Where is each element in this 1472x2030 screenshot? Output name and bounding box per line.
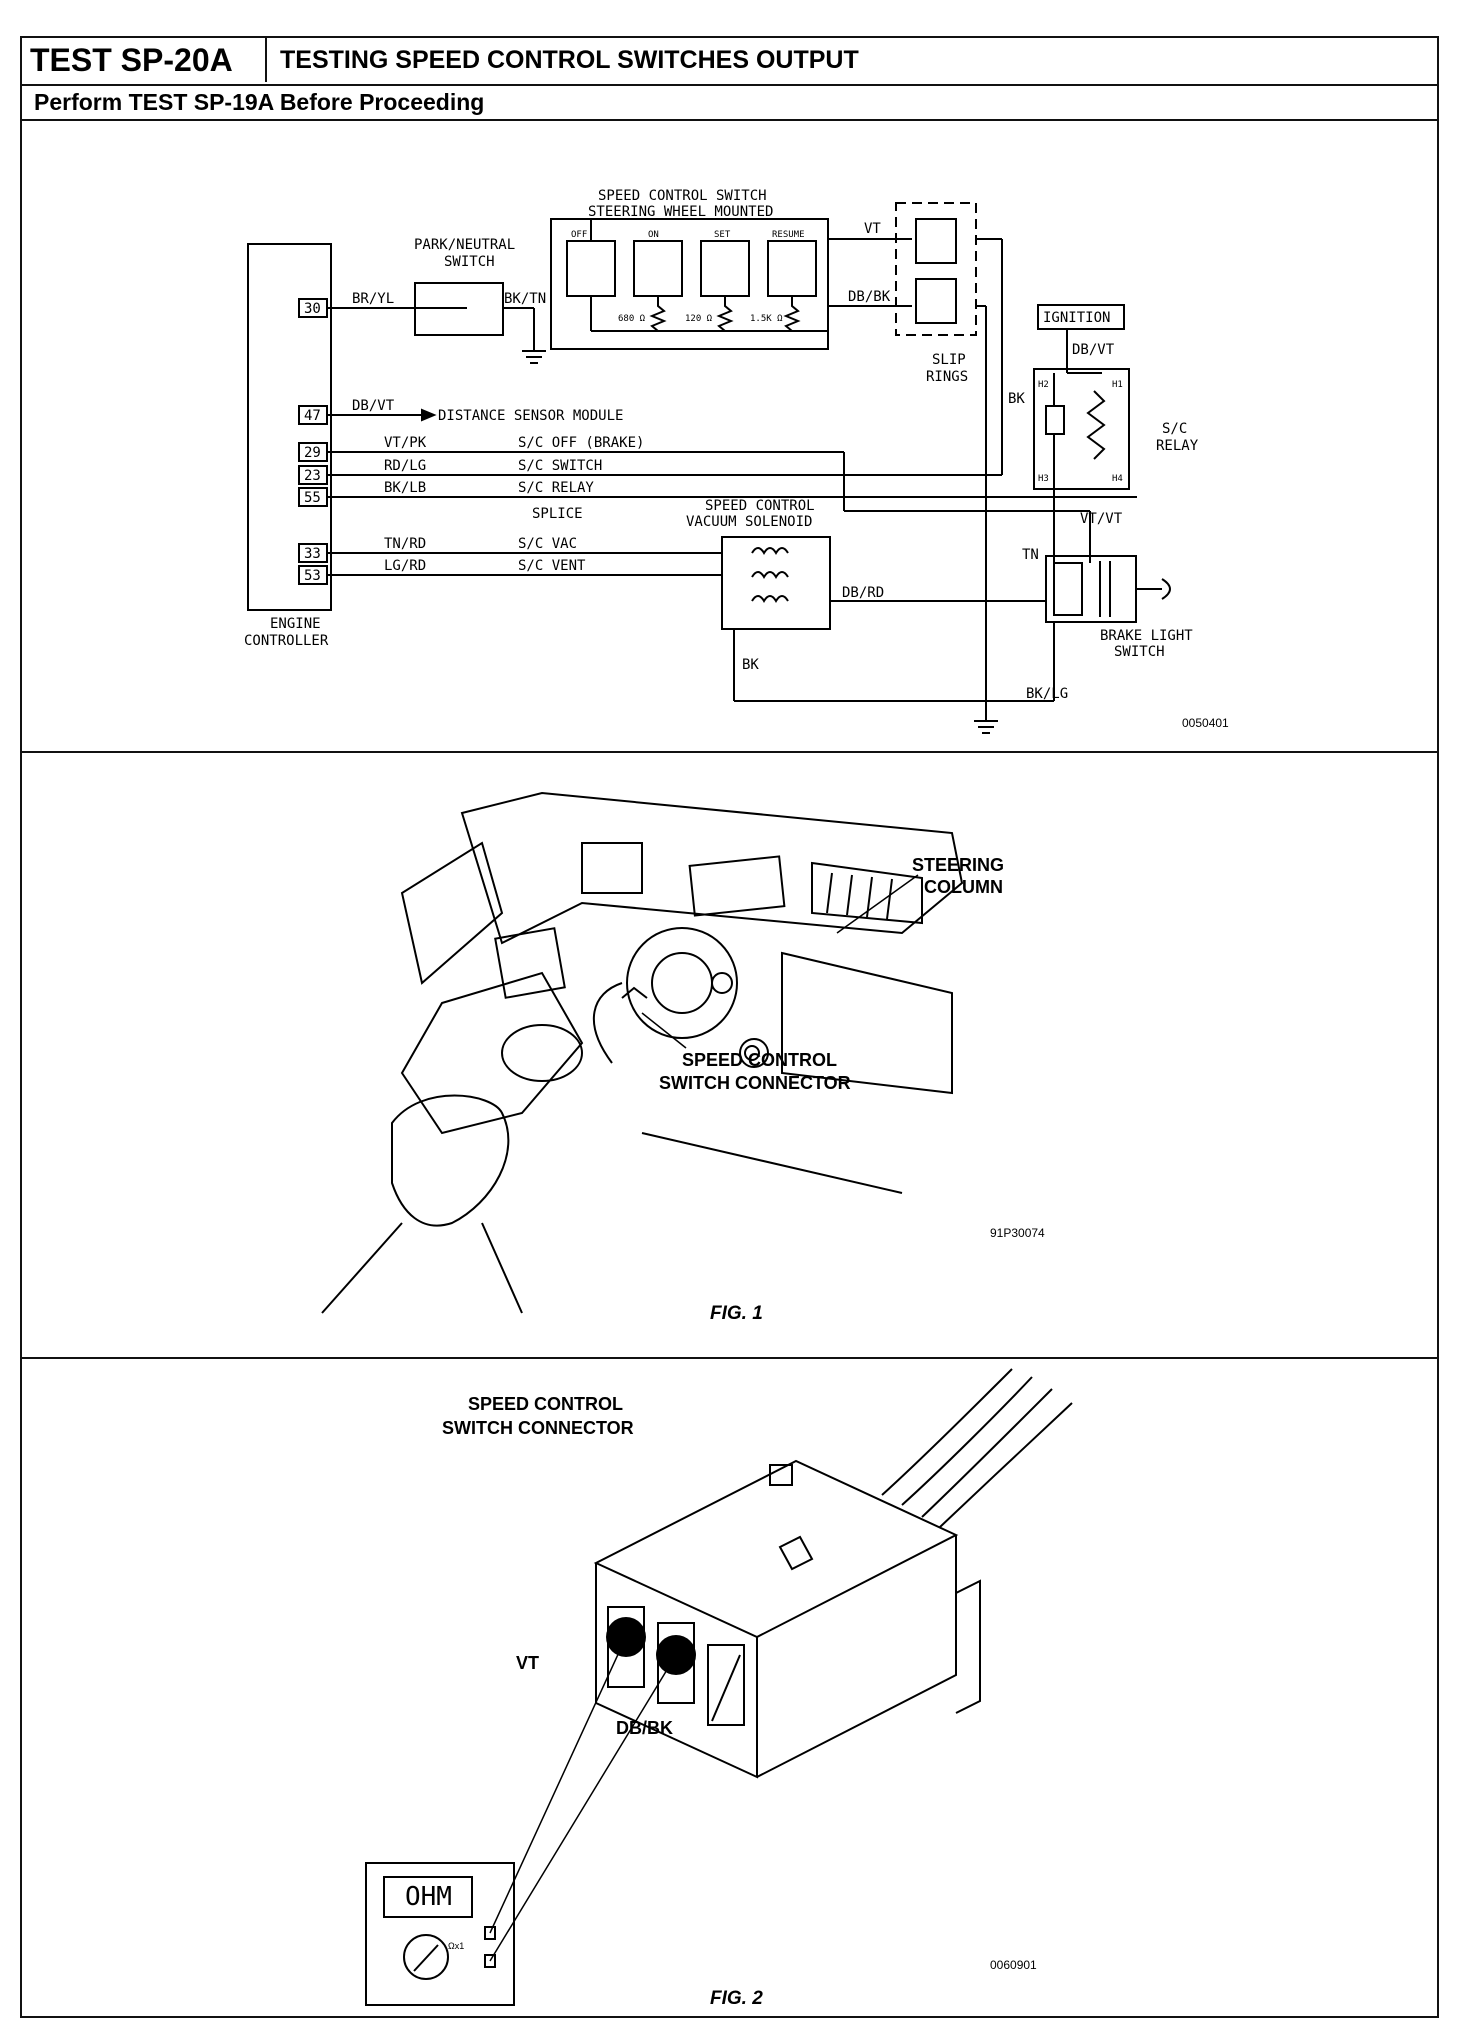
switch-label-resume: RESUME <box>772 230 805 240</box>
ignition-label: IGNITION <box>1043 310 1110 326</box>
figure-2-caption: FIG. 2 <box>710 1988 763 2009</box>
pin-23: 23 <box>304 468 321 484</box>
connector-label-1: SPEED CONTROL <box>682 1050 837 1070</box>
switch-label-off: OFF <box>571 230 587 240</box>
figure-2-ref-number: 0060901 <box>990 1958 1037 1972</box>
engine-controller-box <box>247 243 332 611</box>
figure-1-panel: STEERING COLUMN SPEED CONTROL SWITCH CON… <box>22 753 1437 1359</box>
test-header: TEST SP-20A TESTING SPEED CONTROL SWITCH… <box>22 38 1437 86</box>
engine-controller-label-1: ENGINE <box>270 616 321 632</box>
pin-53: 53 <box>304 568 321 584</box>
wire-bk-lg: BK/LG <box>1026 686 1068 702</box>
wire-vt-vt: VT/VT <box>1080 511 1123 527</box>
relay-pin-h4: H4 <box>1112 474 1123 484</box>
wire-sc-switch: S/C SWITCH <box>518 458 602 474</box>
relay-pin-h2: H2 <box>1038 380 1049 390</box>
figure-1-illustration: STEERING COLUMN SPEED CONTROL SWITCH CON… <box>321 791 1045 1324</box>
wire-rd-lg: RD/LG <box>384 458 426 474</box>
distance-sensor-label: DISTANCE SENSOR MODULE <box>438 408 623 424</box>
pin-29: 29 <box>304 445 321 461</box>
test-code: TEST SP-20A <box>22 38 267 82</box>
vt-lead-label: VT <box>516 1653 539 1673</box>
engine-controller-label-2: CONTROLLER <box>244 633 329 649</box>
pin-55: 55 <box>304 490 321 506</box>
solenoid-label-1: SPEED CONTROL <box>705 498 815 514</box>
fig2-connector-label-2: SWITCH CONNECTOR <box>442 1418 634 1438</box>
figure-2-panel: SPEED CONTROL SWITCH CONNECTOR VT DB/BK … <box>22 1359 1437 2016</box>
wire-sc-vent: S/C VENT <box>518 558 586 574</box>
resistor-label-680: 680 Ω <box>618 314 646 324</box>
diagram-ref-number: 0050401 <box>1182 716 1229 730</box>
dashboard-drawing <box>321 791 964 1314</box>
connector-label-2: SWITCH CONNECTOR <box>659 1073 851 1093</box>
wire-tn: TN <box>1022 547 1039 563</box>
meter-range-label: Ωx1 <box>448 1941 464 1951</box>
park-neutral-label-1: PARK/NEUTRAL <box>414 237 515 253</box>
wire-bk: BK <box>1008 391 1025 407</box>
brake-switch-label-1: BRAKE LIGHT <box>1100 628 1193 644</box>
wire-vt-pk: VT/PK <box>384 435 427 451</box>
wire-db-bk: DB/BK <box>848 289 891 305</box>
slip-rings-label-1: SLIP <box>932 352 966 368</box>
splice-label: SPLICE <box>532 506 583 522</box>
switch-connector-drawing <box>365 1368 1073 2006</box>
park-neutral-label-2: SWITCH <box>444 254 495 270</box>
relay-label-1: S/C <box>1162 421 1187 437</box>
resistor-label-1-5k: 1.5K Ω <box>750 314 783 324</box>
wire-bk-solenoid: BK <box>742 657 759 673</box>
switch-label-set: SET <box>714 230 731 240</box>
wire-sc-vac: S/C VAC <box>518 536 577 552</box>
wire-bk-tn: BK/TN <box>504 291 546 307</box>
leader-lines <box>641 874 919 1049</box>
figure-2-illustration: SPEED CONTROL SWITCH CONNECTOR VT DB/BK … <box>365 1368 1073 2009</box>
fig2-connector-label-1: SPEED CONTROL <box>468 1394 623 1414</box>
wire-db-rd: DB/RD <box>842 585 884 601</box>
solenoid-label-2: VACUUM SOLENOID <box>686 514 812 530</box>
steering-column-label-2: COLUMN <box>924 877 1003 897</box>
relay-pin-h3: H3 <box>1038 474 1049 484</box>
wire-lg-rd: LG/RD <box>384 558 426 574</box>
pin-30: 30 <box>304 301 321 317</box>
pin-33: 33 <box>304 546 321 562</box>
wire-bk-lb: BK/LB <box>384 480 426 496</box>
wiring-diagram-panel: 30 47 29 23 55 33 53 ENGINE CONTROLLER P… <box>22 121 1437 753</box>
wire-tn-rd: TN/RD <box>384 536 426 552</box>
switch-label-on: ON <box>648 230 659 240</box>
meter-leads <box>489 1636 677 1962</box>
wire-db-vt-47: DB/VT <box>352 398 395 414</box>
wire-vt: VT <box>864 221 881 237</box>
wire-db-vt: DB/VT <box>1072 342 1115 358</box>
switch-title-1: SPEED CONTROL SWITCH <box>598 188 767 204</box>
wire-br-yl: BR/YL <box>352 291 394 307</box>
brake-switch-label-2: SWITCH <box>1114 644 1165 660</box>
db-bk-lead-label: DB/BK <box>616 1718 673 1738</box>
resistor-label-120: 120 Ω <box>685 314 713 324</box>
switch-title-2: STEERING WHEEL MOUNTED <box>588 204 773 220</box>
steering-column-label-1: STEERING <box>912 855 1004 875</box>
relay-pin-h1: H1 <box>1112 380 1123 390</box>
relay-label-2: RELAY <box>1156 438 1199 454</box>
prerequisite-note: Perform TEST SP-19A Before Proceeding <box>22 84 1437 121</box>
test-page-frame: TEST SP-20A TESTING SPEED CONTROL SWITCH… <box>20 36 1439 2018</box>
wire-sc-off: S/C OFF (BRAKE) <box>518 435 644 451</box>
wiring-diagram: 30 47 29 23 55 33 53 ENGINE CONTROLLER P… <box>244 188 1229 734</box>
test-title: TESTING SPEED CONTROL SWITCHES OUTPUT <box>280 46 859 74</box>
slip-rings-label-2: RINGS <box>926 369 968 385</box>
figure-1-caption: FIG. 1 <box>710 1303 763 1324</box>
meter-display: OHM <box>405 1882 452 1912</box>
figure-1-ref-number: 91P30074 <box>990 1226 1045 1240</box>
wire-sc-relay: S/C RELAY <box>518 480 594 496</box>
pin-47: 47 <box>304 408 321 424</box>
